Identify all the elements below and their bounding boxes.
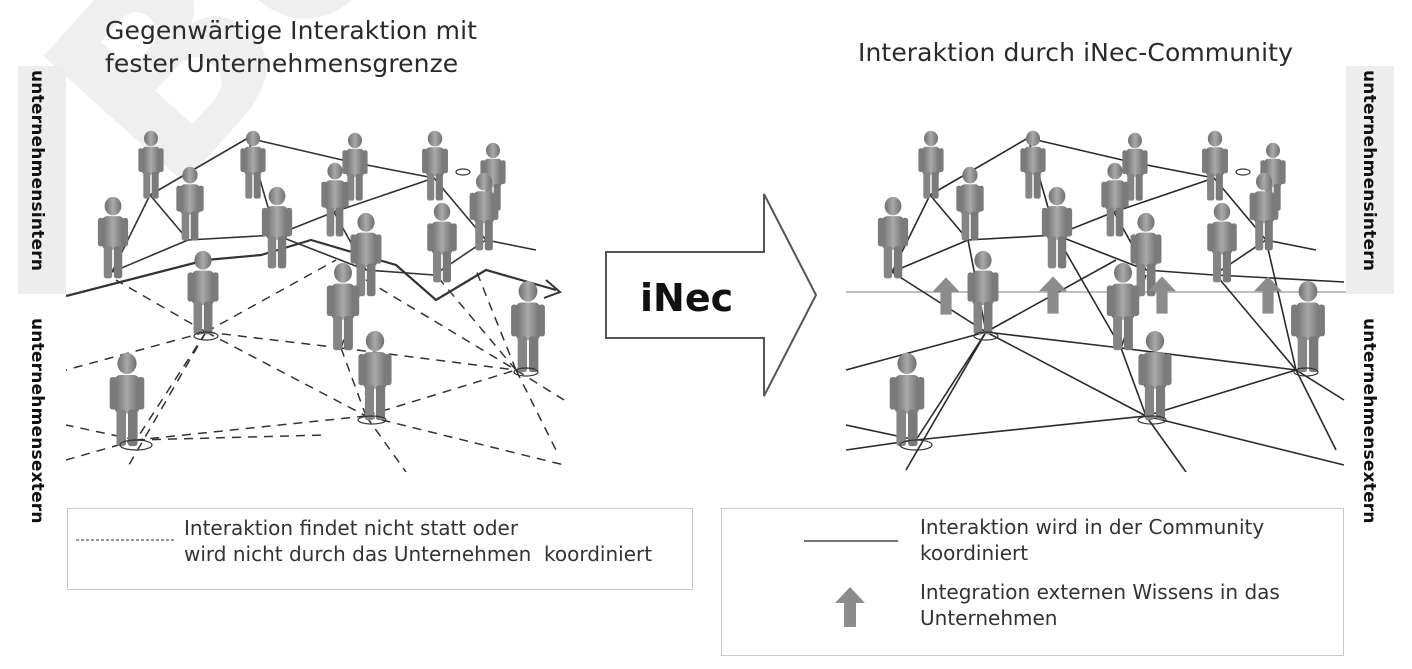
person-icon <box>326 262 360 351</box>
up-arrow-icon <box>1254 276 1282 314</box>
right-foot-rings <box>899 168 1319 451</box>
left-intern-band <box>18 66 66 294</box>
right-legend: Interaktion wird in der Community koordi… <box>721 508 1344 656</box>
right-legend-item2-line2: Unternehmen <box>920 606 1058 630</box>
person-icon <box>1291 280 1325 373</box>
person-icon <box>109 352 145 447</box>
left-legend-line2: wird nicht durch das Unternehmen koordin… <box>184 542 653 566</box>
right-legend-item2-line1: Integration externen Wissens in das <box>920 580 1280 604</box>
right-legend-item1-line1: Interaktion wird in der Community <box>920 515 1265 539</box>
right-intern-label: unternehmensintern <box>1359 70 1379 272</box>
left-title: Gegenwärtige Interaktion mit fester Unte… <box>105 14 585 80</box>
right-extern-label: unternehmensextern <box>1359 318 1379 524</box>
dashed-line-legend-icon <box>76 539 176 541</box>
left-title-line2: fester Unternehmensgrenze <box>105 49 459 78</box>
person-icon <box>511 280 545 373</box>
left-legend-line1: Interaktion findet nicht statt oder <box>184 516 519 540</box>
left-extern-label: unternehmensextern <box>27 318 47 524</box>
person-icon <box>889 352 925 447</box>
right-title: Interaktion durch iNec-Community <box>858 38 1293 67</box>
person-icon <box>1106 262 1140 351</box>
right-legend-item2: Integration externen Wissens in das Unte… <box>920 579 1340 631</box>
left-network-scene <box>66 130 565 472</box>
left-legend-text: Interaktion findet nicht statt oder wird… <box>184 515 689 567</box>
up-arrow-icon <box>1039 276 1067 314</box>
inec-label: iNec <box>640 276 734 320</box>
solid-line-legend-icon <box>804 540 898 542</box>
left-people <box>97 130 545 447</box>
right-legend-item1-line2: koordiniert <box>920 541 1029 565</box>
left-legend: Interaktion findet nicht statt oder wird… <box>67 508 693 590</box>
up-arrow-icon <box>932 277 960 315</box>
center-arrow-icon <box>605 193 818 397</box>
left-foot-rings <box>119 168 539 451</box>
right-network-scene <box>846 130 1346 472</box>
left-dashed-links <box>66 259 565 472</box>
left-title-line1: Gegenwärtige Interaktion mit <box>105 16 478 45</box>
person-icon <box>350 212 382 297</box>
up-arrow-legend-icon <box>835 587 865 627</box>
person-icon <box>358 330 392 421</box>
person-icon <box>97 196 129 279</box>
person-icon <box>877 196 909 279</box>
right-intern-band <box>1346 66 1394 294</box>
right-legend-item1: Interaktion wird in der Community koordi… <box>920 514 1340 566</box>
left-intern-label: unternehmensintern <box>27 70 47 272</box>
